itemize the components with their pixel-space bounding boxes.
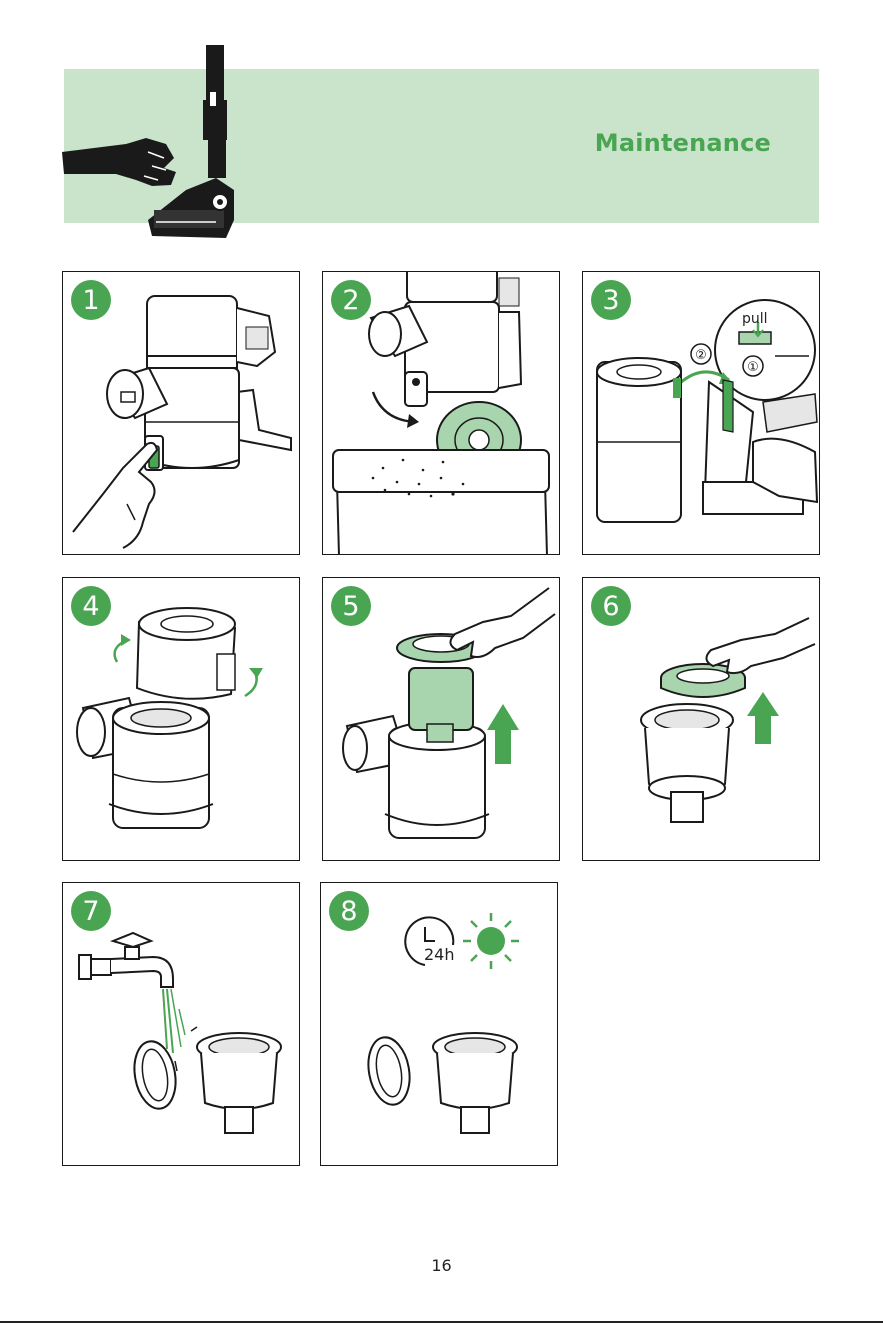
step-4-panel: 4 — [62, 577, 300, 861]
step-3-panel: 3 pull ② ① — [582, 271, 820, 555]
page-number: 16 — [0, 1256, 883, 1275]
step-1-panel: 1 — [62, 271, 300, 555]
vacuum-hand-illustration — [56, 40, 246, 245]
pull-label: pull — [742, 311, 768, 327]
step-number-badge: 7 — [71, 891, 111, 931]
bottom-rule — [0, 1321, 883, 1323]
step-number-badge: 8 — [329, 891, 369, 931]
step-6-panel: 6 — [582, 577, 820, 861]
step-number-badge: 2 — [331, 280, 371, 320]
step-number-badge: 3 — [591, 280, 631, 320]
step-number-badge: 6 — [591, 586, 631, 626]
section-title: Maintenance — [595, 129, 771, 157]
step-number-badge: 1 — [71, 280, 111, 320]
step-2-panel: 2 — [322, 271, 560, 555]
step-number-badge: 4 — [71, 586, 111, 626]
step-5-panel: 5 — [322, 577, 560, 861]
step-number-badge: 5 — [331, 586, 371, 626]
step-7-panel: 7 — [62, 882, 300, 1166]
step-8-panel: 8 24h — [320, 882, 558, 1166]
order-marker-second: ② — [695, 348, 707, 363]
order-marker-first: ① — [747, 360, 759, 375]
drying-duration-label: 24h — [424, 945, 455, 964]
sun-icon — [463, 913, 519, 969]
